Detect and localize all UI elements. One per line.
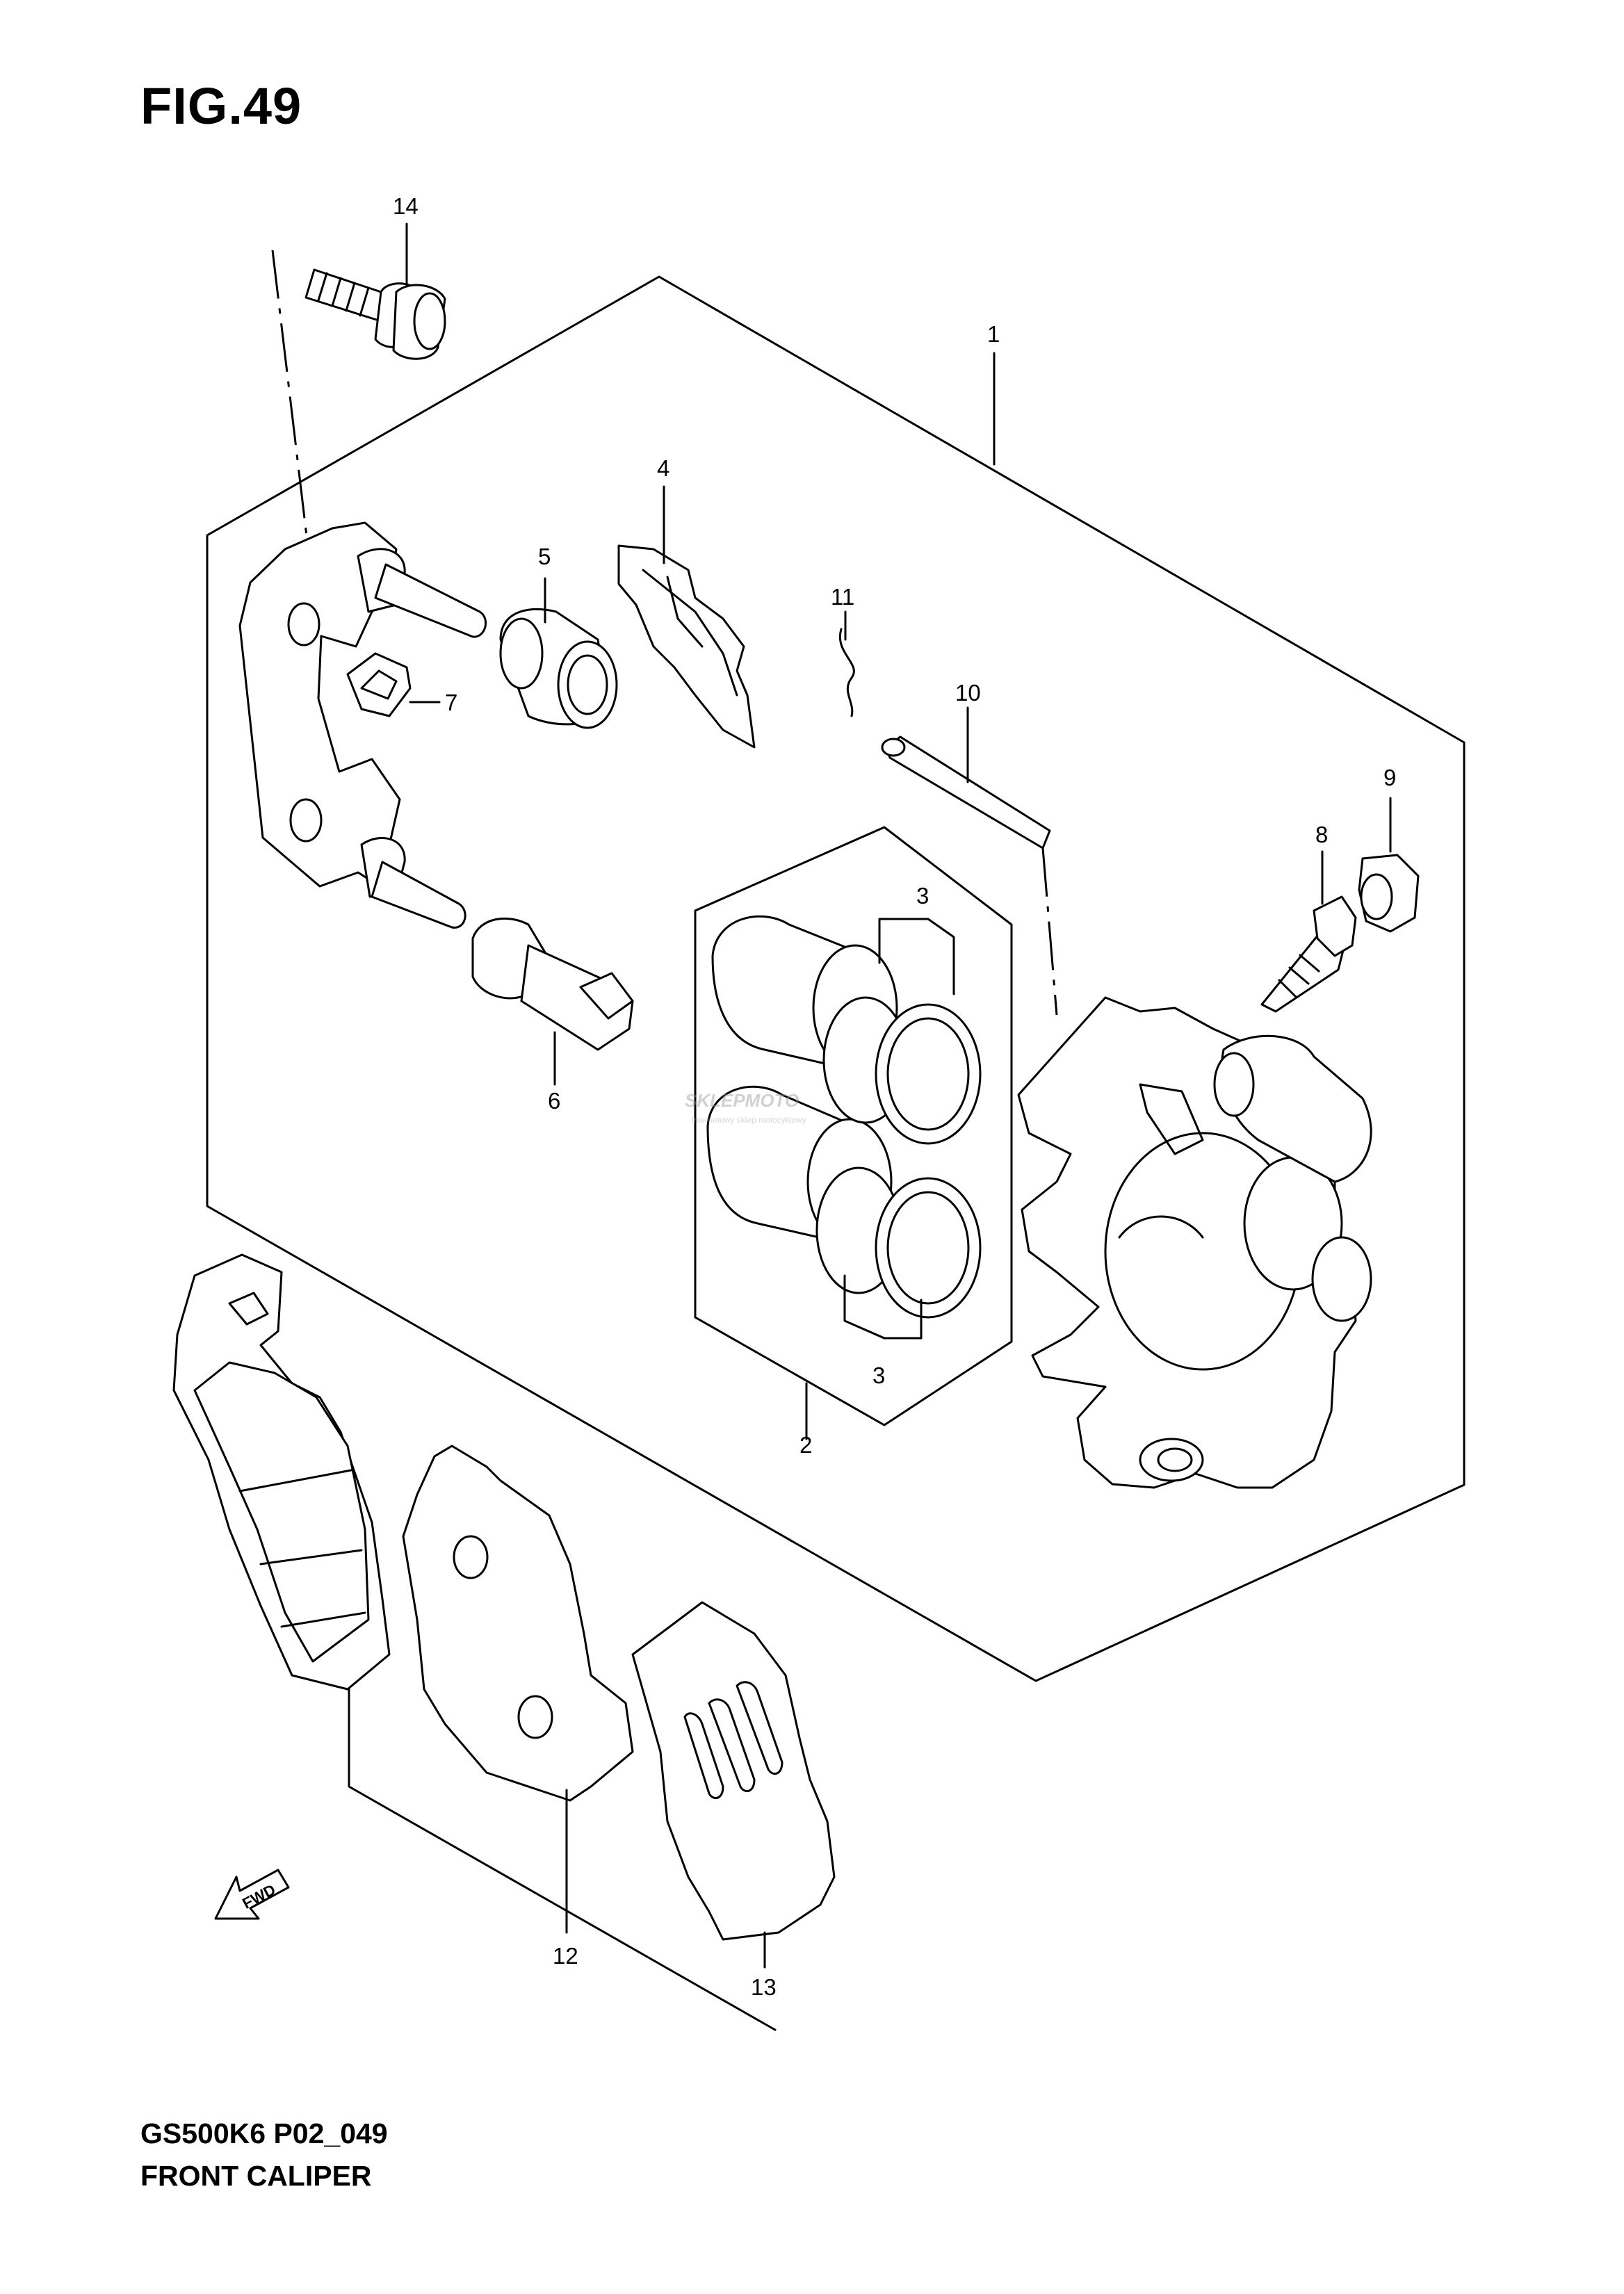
shim-part-13[interactable] [631, 1601, 836, 1941]
watermark-subtext: internetowy sklep motocyklowy [692, 1115, 806, 1125]
bracket-pin-upper [374, 563, 487, 638]
pad-group-bracket [348, 1688, 777, 2031]
callout-13: 13 [751, 1974, 777, 2000]
watermark-text: SKLEPMOTO [685, 1090, 799, 1111]
bracket-pin-lower [371, 861, 466, 929]
callout-14: 14 [393, 193, 419, 219]
assembly-outline [206, 275, 1465, 1682]
piston-kit-outline [694, 826, 1013, 1426]
bolt-part-14[interactable] [304, 268, 446, 360]
callout-2: 2 [799, 1432, 812, 1458]
figure-code: GS500K6 P02_049 [140, 2117, 388, 2149]
figure-title: FIG.49 [140, 77, 302, 135]
callout-4: 4 [657, 455, 669, 481]
caliper-body[interactable] [1017, 996, 1372, 1489]
retaining-clip-part-11[interactable] [838, 628, 855, 717]
leader-3-upper [878, 918, 955, 995]
bleeder-part-8[interactable] [1260, 895, 1357, 1013]
callout-3-upper: 3 [916, 883, 929, 909]
boot-part-5[interactable] [499, 608, 618, 729]
brake-pad-outer[interactable] [172, 1253, 391, 1691]
callout-12: 12 [553, 1943, 578, 1969]
pin-guide-line [1041, 847, 1058, 1016]
callout-1: 1 [987, 321, 1000, 347]
watermark: SKLEPMOTO internetowy sklep motocyklowy [685, 1090, 806, 1125]
fwd-arrow-icon: FWD [214, 1869, 290, 1920]
clip-part-7[interactable] [346, 652, 412, 717]
figure-name: FRONT CALIPER [140, 2160, 372, 2192]
callout-6: 6 [548, 1088, 560, 1114]
bleeder-cap-part-9[interactable] [1358, 854, 1420, 933]
leader-3-lower [843, 1274, 923, 1340]
callout-8: 8 [1315, 822, 1328, 847]
callout-3-lower: 3 [872, 1362, 885, 1388]
callout-5: 5 [538, 544, 551, 569]
slide-pin-part-6[interactable] [471, 917, 634, 1051]
callout-7: 7 [445, 690, 457, 715]
callout-11: 11 [831, 584, 854, 610]
pad-spring-part-4[interactable] [617, 544, 756, 749]
callout-10: 10 [955, 680, 981, 706]
pad-pin-part-10[interactable] [881, 735, 1051, 849]
brake-pad-inner[interactable] [402, 1445, 634, 1802]
callout-9: 9 [1383, 765, 1396, 790]
seals-part-3-lower[interactable] [815, 1166, 982, 1319]
seals-part-3-upper[interactable] [822, 996, 982, 1145]
